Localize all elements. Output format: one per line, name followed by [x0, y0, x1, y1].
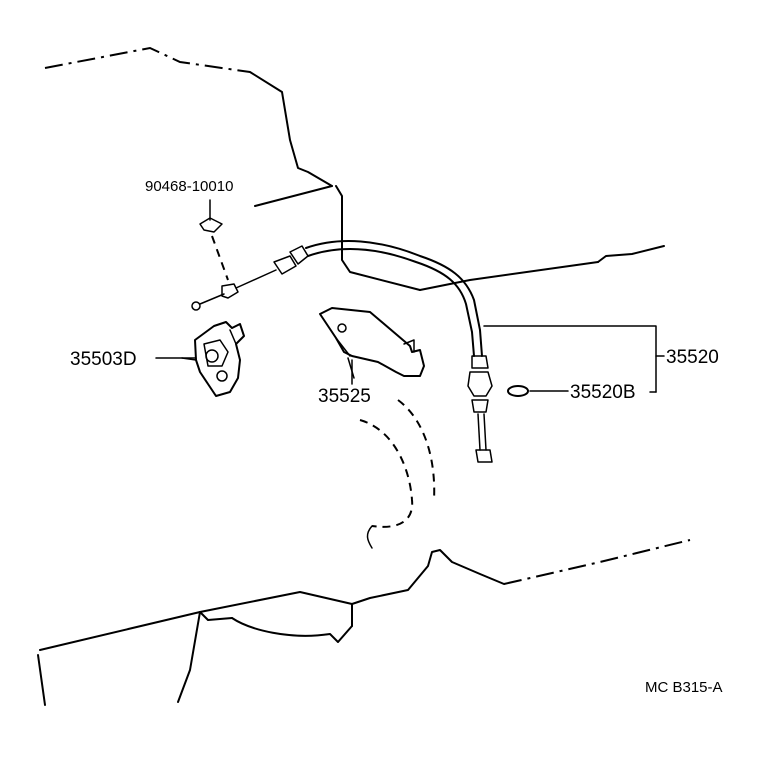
- clip-part: [199, 199, 229, 281]
- transmission-housing-outline: [37, 399, 691, 706]
- leader-lines: [155, 325, 665, 393]
- o-ring-part: [507, 385, 529, 397]
- figure-code: MC B315-A: [645, 679, 723, 696]
- o-ring-part-number: 35520B: [570, 382, 636, 403]
- throttle-cable-part: [191, 240, 493, 463]
- lever-bracket-part: [181, 321, 245, 397]
- bracket-part-number: 35525: [318, 386, 371, 407]
- clip-part-number: 90468-10010: [145, 178, 233, 195]
- cable-assembly-part-number: 35520: [666, 347, 719, 368]
- lever-bracket-part-number: 35503D: [70, 349, 137, 370]
- engine-block-outline: [44, 46, 665, 291]
- bracket-part: [319, 307, 425, 379]
